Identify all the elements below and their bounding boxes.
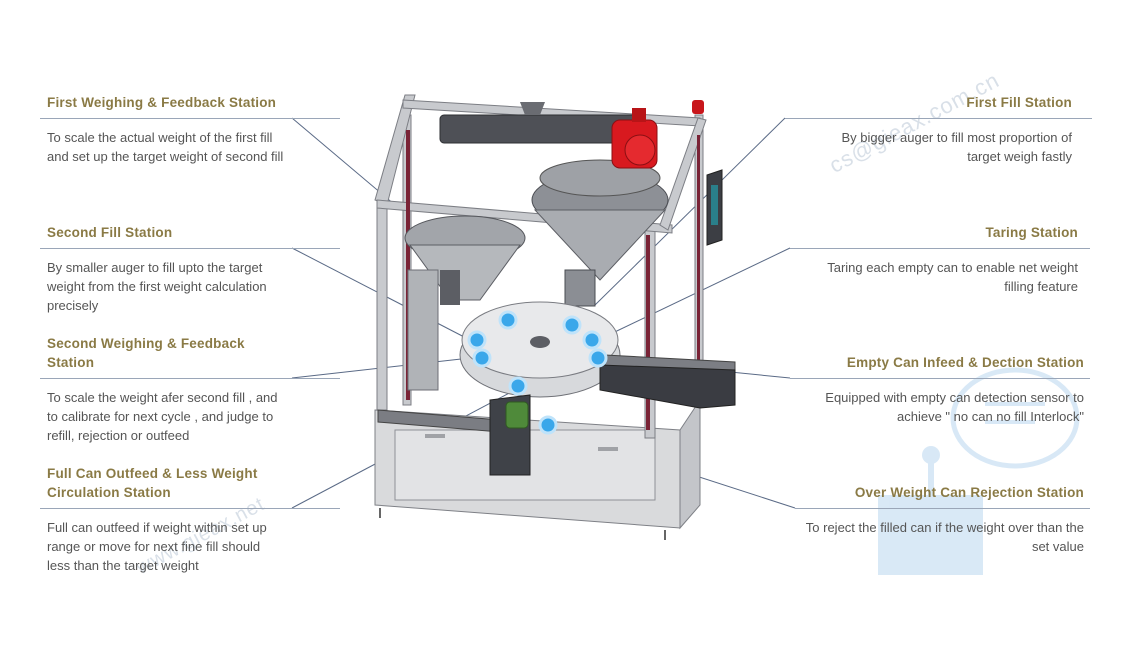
station-over-weight-rejection: Over Weight Can Rejection Station To rej…: [795, 483, 1090, 556]
station-second-fill: Second Fill Station By smaller auger to …: [40, 223, 340, 315]
station-desc: Equipped with empty can detection sensor…: [825, 390, 1084, 424]
station-desc: To scale the actual weight of the first …: [47, 130, 284, 164]
conveyors: [377, 354, 736, 476]
divider: [795, 508, 1090, 509]
divider: [40, 378, 340, 379]
divider: [790, 378, 1090, 379]
leader-taring: [597, 247, 791, 341]
station-title: Over Weight Can Rejection Station: [854, 485, 1084, 500]
divider: [40, 248, 340, 249]
station-title: Taring Station: [985, 225, 1078, 240]
station-title: First Fill Station: [966, 95, 1072, 110]
frame-guards: [406, 130, 700, 430]
station-desc: By bigger auger to fill most proportion …: [841, 130, 1072, 164]
station-title: Second Weighing & Feedback Station: [47, 336, 245, 370]
station-desc: Taring each empty can to enable net weig…: [827, 260, 1078, 294]
marker-8: [538, 415, 558, 435]
divider: [40, 118, 340, 119]
marker-1: [498, 310, 518, 330]
station-title: Second Fill Station: [47, 225, 173, 240]
marker-3: [467, 330, 487, 350]
marker-6: [588, 348, 608, 368]
station-title: Empty Can Infeed & Dection Station: [846, 355, 1084, 370]
station-desc: To scale the weight afer second fill , a…: [47, 390, 278, 443]
divider: [40, 508, 340, 509]
station-desc: To reject the filled can if the weight o…: [805, 520, 1084, 554]
marker-2: [562, 315, 582, 335]
station-second-weighing: Second Weighing & Feedback Station To sc…: [40, 334, 340, 445]
control-panel: [706, 169, 723, 246]
leader-lines: [291, 117, 796, 509]
station-title: Full Can Outfeed & Less Weight Circulati…: [47, 466, 258, 500]
station-desc: Full can outfeed if weight within set up…: [47, 520, 267, 573]
marker-7: [508, 376, 528, 396]
station-full-can-outfeed: Full Can Outfeed & Less Weight Circulati…: [40, 464, 340, 575]
station-desc: By smaller auger to fill upto the target…: [47, 260, 267, 313]
marker-5: [472, 348, 492, 368]
station-markers: [467, 310, 608, 435]
station-title: First Weighing & Feedback Station: [47, 95, 277, 110]
station-first-weighing: First Weighing & Feedback Station To sca…: [40, 93, 340, 166]
divider: [790, 248, 1090, 249]
divider: [785, 118, 1092, 119]
station-first-fill: First Fill Station By bigger auger to fi…: [785, 93, 1092, 166]
leader-first-fill: [594, 117, 786, 306]
marker-4: [582, 330, 602, 350]
second-fill-auger: [404, 215, 526, 391]
first-fill-auger: [439, 100, 704, 307]
station-empty-can-infeed: Empty Can Infeed & Dection Station Equip…: [790, 353, 1090, 426]
station-taring: Taring Station Taring each empty can to …: [790, 223, 1090, 296]
